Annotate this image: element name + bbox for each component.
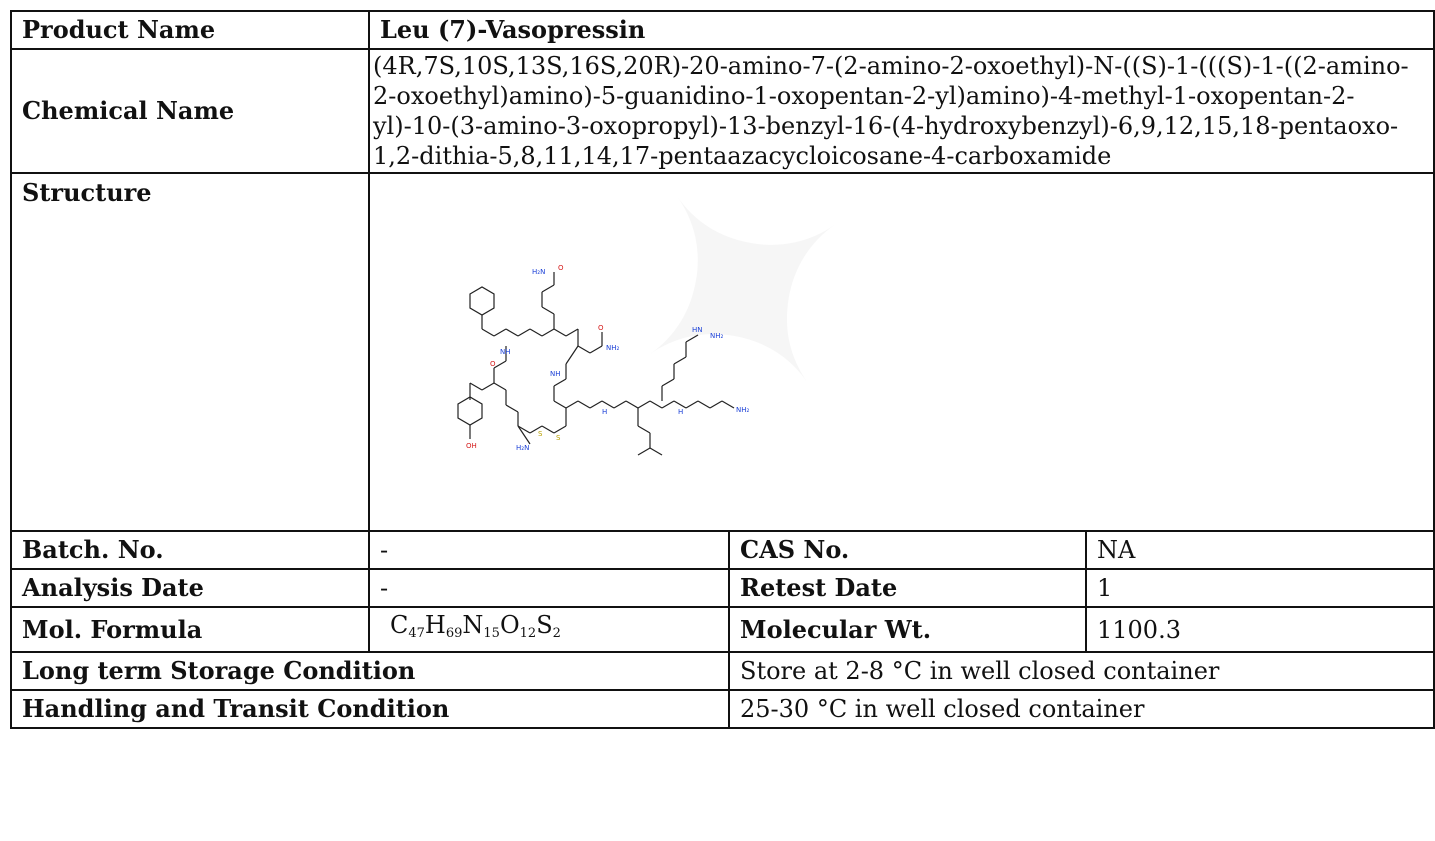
atom-label: O [490,360,496,368]
product-name-label: Product Name [10,10,370,50]
storage-condition-label: Long term Storage Condition [10,651,730,691]
handling-condition-label: Handling and Transit Condition [10,689,730,729]
atom-label: NH₂ [736,406,750,414]
atom-label: H [602,408,607,416]
atom-label: OH [466,442,477,450]
analysis-date-label: Analysis Date [10,568,370,608]
mol-formula-value: C47H69N15O12S2 [368,606,730,653]
storage-condition-value: Store at 2-8 °C in well closed container [727,651,1435,691]
atom-label: H₂N [516,444,529,452]
structure-image: H₂N NH NH HN NH₂ NH₂ NH₂ H₂N H H O O OH … [457,264,750,456]
molecular-wt-label: Molecular Wt. [728,606,1087,653]
structure-label: Structure [10,172,370,532]
atom-label: S [556,434,561,442]
formula-count: 12 [519,626,537,641]
mol-formula-label: Mol. Formula [10,606,370,653]
atom-label: NH [500,348,511,356]
cas-no-label: CAS No. [728,530,1087,570]
specification-table: Product Name Leu (7)-Vasopressin Chemica… [10,10,1435,729]
batch-no-label: Batch. No. [10,530,370,570]
atom-label: NH [550,370,561,378]
formula-count: 47 [408,626,425,641]
atom-label: H₂N [532,268,545,276]
batch-no-value: - [368,530,730,570]
handling-condition-value: 25-30 °C in well closed container [727,689,1435,729]
atom-label: H [678,408,683,416]
product-name-value: Leu (7)-Vasopressin [367,10,1435,50]
cas-no-value: NA [1084,530,1435,570]
formula-element: O [499,611,520,639]
formula-element: H [424,611,446,639]
atom-label: HN [692,326,703,334]
formula-element: N [462,611,484,639]
analysis-date-value: - [368,568,730,608]
chemical-name-label: Chemical Name [10,48,370,174]
atom-label: NH₂ [606,344,620,352]
structure-cell: H₂N NH NH HN NH₂ NH₂ NH₂ H₂N H H O O OH … [367,172,1435,532]
atom-label: NH₂ [710,332,724,340]
formula-count: 69 [445,626,463,641]
atom-label: S [538,430,543,438]
molecular-wt-value: 1100.3 [1084,606,1435,653]
atom-label: O [598,324,604,332]
retest-date-label: Retest Date [728,568,1087,608]
formula-count: 2 [552,626,561,641]
formula-element: S [536,611,553,639]
formula-element: C [390,611,409,639]
formula-count: 15 [483,626,500,641]
atom-label: O [558,264,564,272]
chemical-name-value: (4R,7S,10S,13S,16S,20R)-20-amino-7-(2-am… [367,48,1435,174]
retest-date-value: 1 [1084,568,1435,608]
